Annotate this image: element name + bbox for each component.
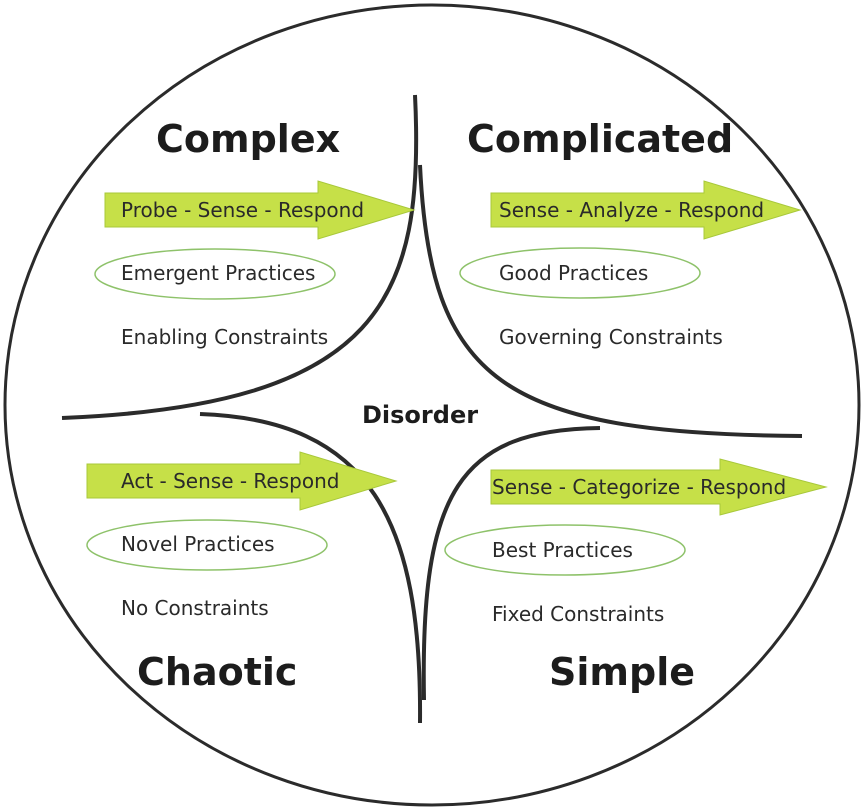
constraints-label-simple: Fixed Constraints	[492, 602, 665, 626]
approach-label-complex: Probe - Sense - Respond	[121, 198, 365, 222]
approach-label-simple: Sense - Categorize - Respond	[492, 475, 787, 499]
boundary-curve-top-left	[61, 94, 419, 420]
domain-title-simple: Simple	[549, 650, 695, 694]
practice-oval-chaotic	[86, 519, 328, 571]
practice-oval-complex	[94, 248, 336, 300]
domain-title-chaotic: Chaotic	[137, 650, 298, 694]
constraints-label-complicated: Governing Constraints	[499, 325, 723, 349]
boundary-curve-bottom-left	[199, 412, 423, 724]
approach-arrow-complicated	[490, 180, 802, 240]
practice-label-complicated: Good Practices	[499, 261, 649, 285]
center-label-disorder: Disorder	[362, 401, 479, 429]
constraints-label-chaotic: No Constraints	[121, 596, 269, 620]
practice-label-simple: Best Practices	[492, 538, 633, 562]
practice-oval-simple	[444, 524, 686, 576]
approach-arrow-chaotic	[86, 451, 398, 511]
practice-label-chaotic: Novel Practices	[121, 532, 275, 556]
boundary-curve-top-right	[418, 164, 803, 438]
domain-title-complex: Complex	[156, 117, 341, 161]
outer-circle	[3, 3, 861, 807]
approach-arrow-simple	[490, 458, 828, 516]
constraints-label-complex: Enabling Constraints	[121, 325, 329, 349]
approach-arrow-complex	[104, 180, 416, 240]
domain-title-complicated: Complicated	[467, 117, 734, 161]
boundary-curve-bottom-right	[421, 426, 601, 701]
approach-label-chaotic: Act - Sense - Respond	[121, 469, 340, 493]
practice-label-complex: Emergent Practices	[121, 261, 316, 285]
approach-label-complicated: Sense - Analyze - Respond	[499, 198, 765, 222]
practice-oval-complicated	[459, 247, 701, 299]
